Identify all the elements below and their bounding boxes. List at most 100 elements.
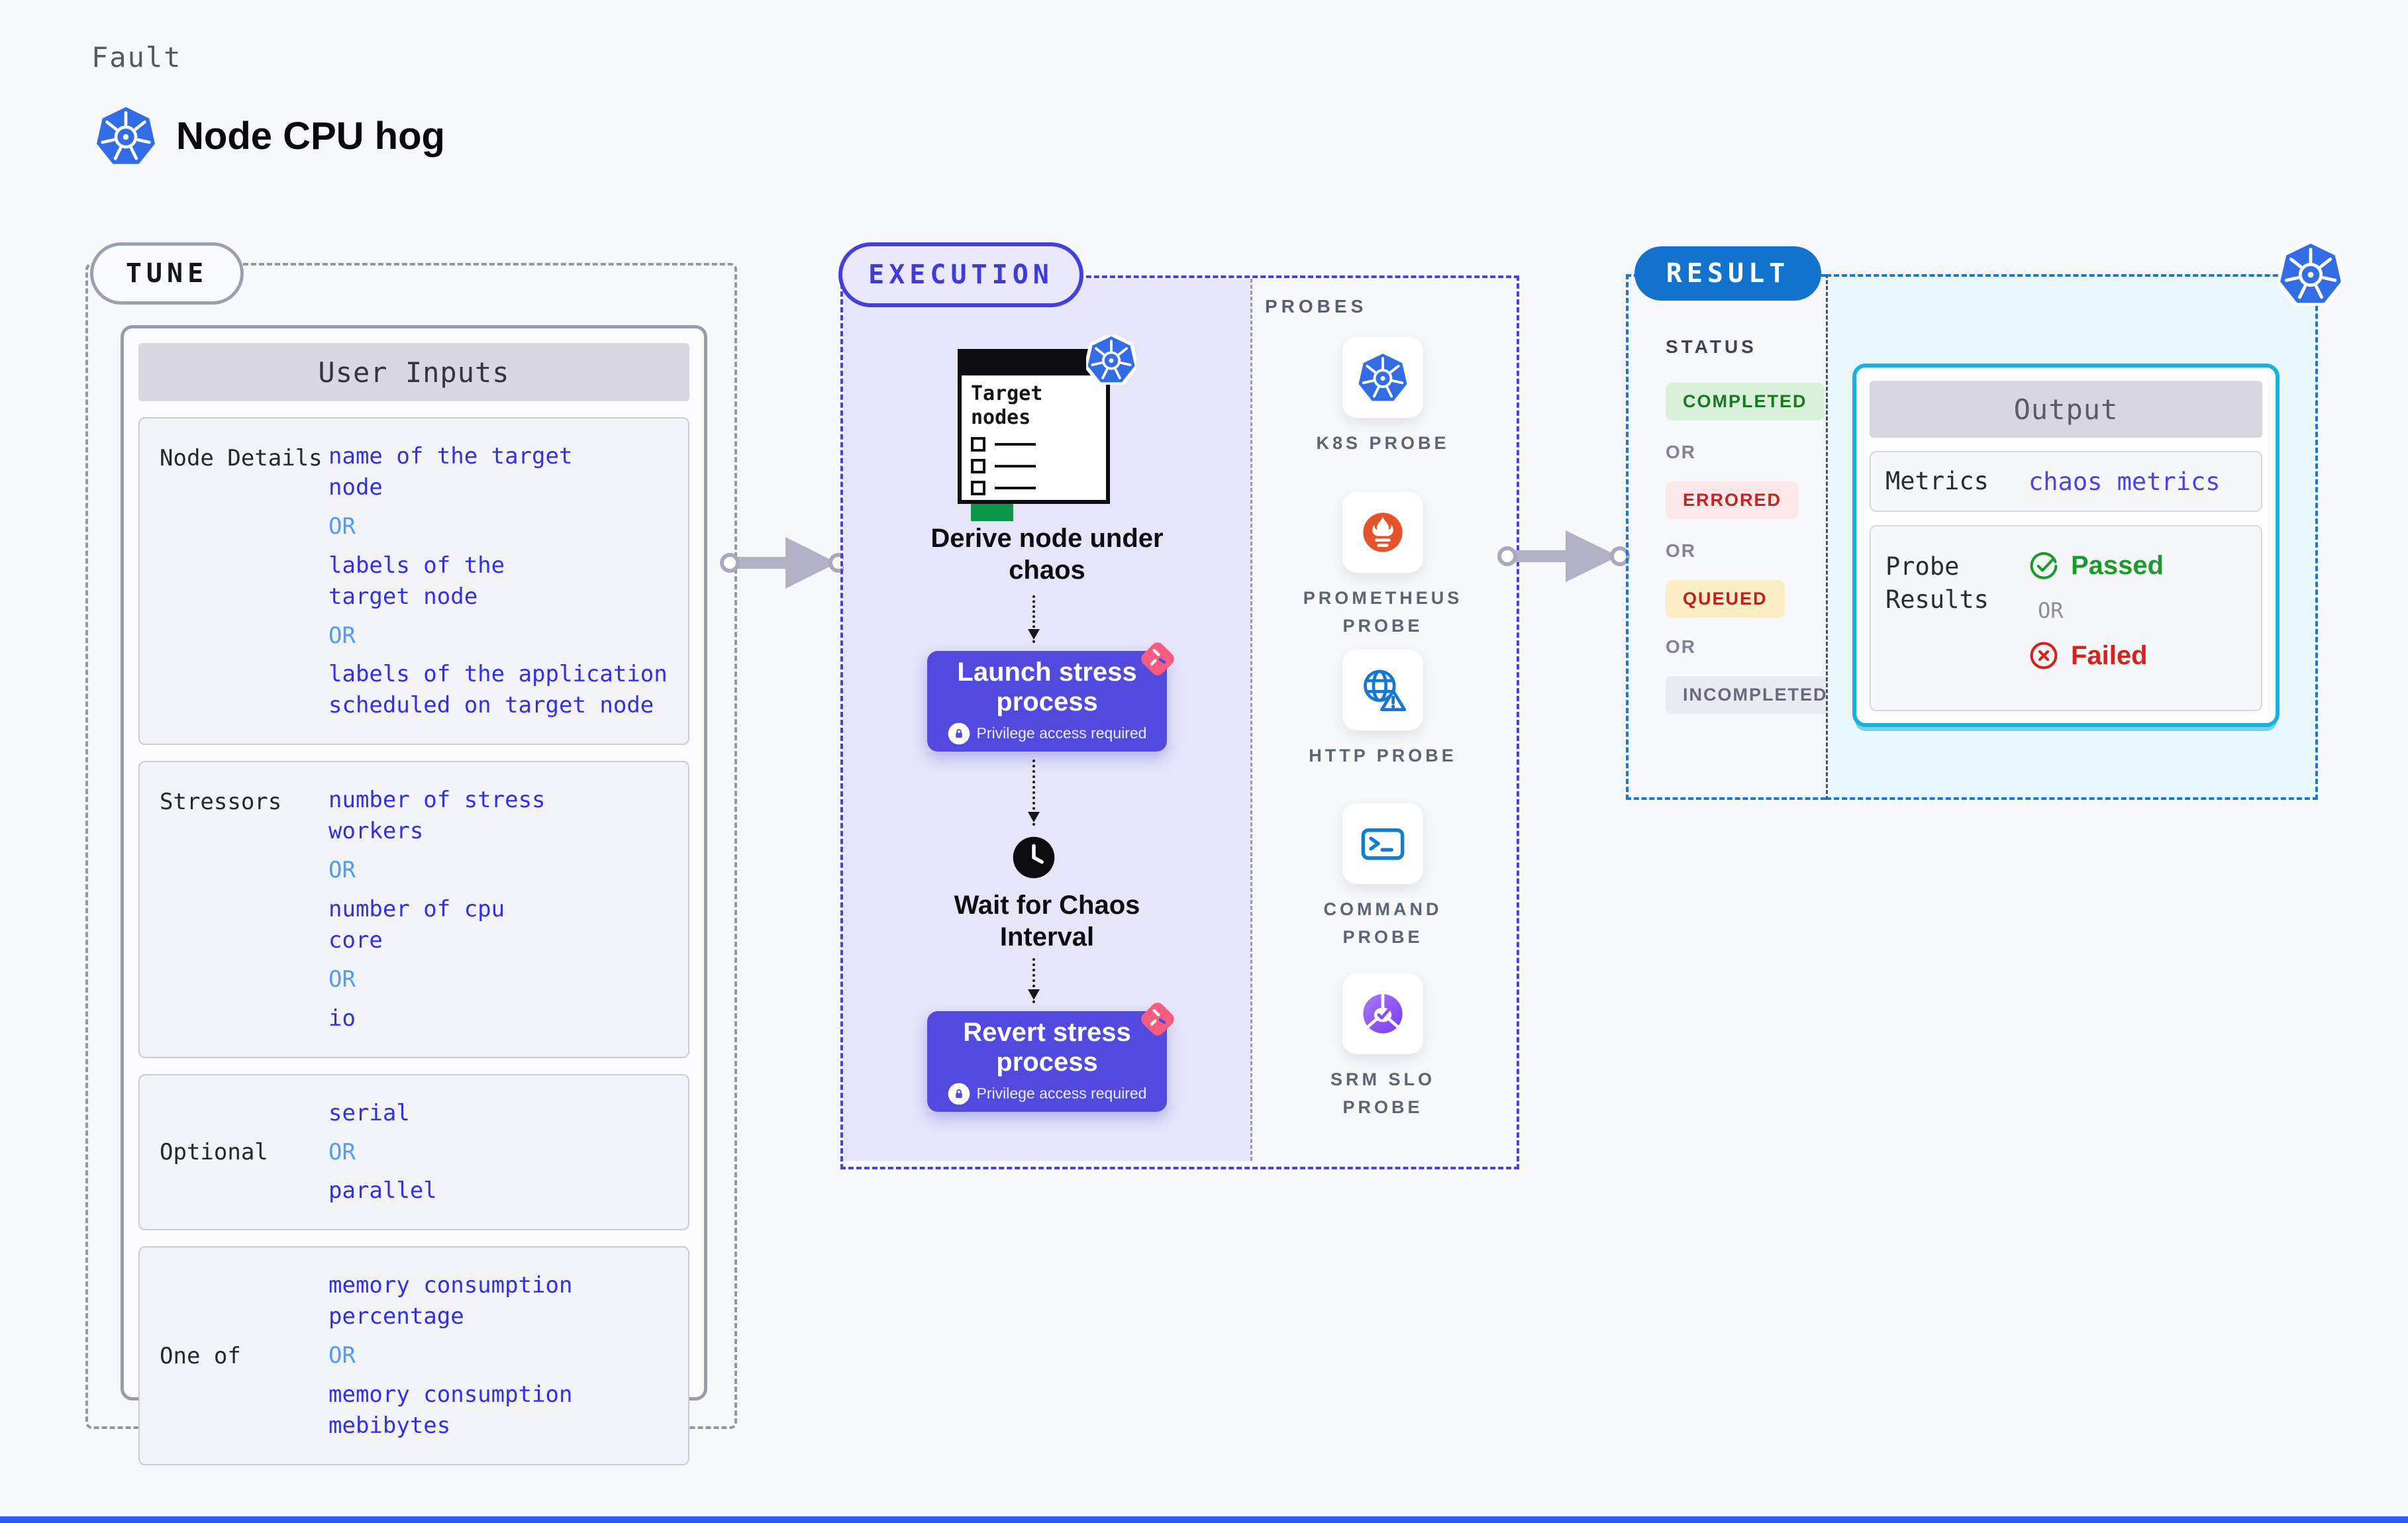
- or-separator: OR: [1666, 540, 1696, 561]
- probe-item-prometheus: PROMETHEUS PROBE: [1252, 492, 1514, 640]
- page-title: Node CPU hog: [176, 115, 445, 158]
- checkbox-icon: [971, 437, 985, 452]
- kubernetes-icon: [2278, 241, 2343, 306]
- or-separator: OR: [328, 857, 356, 884]
- slo-gauge-icon: [1357, 988, 1409, 1040]
- checklist-row: [971, 481, 1097, 495]
- command-probe-card[interactable]: [1342, 803, 1423, 884]
- execution-badge: EXECUTION: [838, 242, 1083, 307]
- probe-label: COMMAND PROBE: [1323, 899, 1442, 947]
- fault-eyebrow: Fault: [91, 41, 182, 74]
- probe-item-http: HTTP PROBE: [1252, 650, 1514, 770]
- probes-column: PROBES K8S PROBE PROMETHEUS PROBE HTTP P…: [1252, 279, 1514, 1161]
- probe-results-label: Probe Results: [1885, 552, 1989, 614]
- input-row-label: Stressors: [160, 789, 282, 816]
- input-row-stressors: Stressors number of stress workers OR nu…: [138, 761, 689, 1058]
- input-row-options: name of the target node OR labels of the…: [328, 418, 688, 744]
- result-status-section: STATUS COMPLETED OR ERRORED OR QUEUED OR…: [1626, 274, 1845, 800]
- input-option: number of cpu core: [328, 895, 505, 954]
- checkbox-icon: [971, 481, 985, 495]
- probe-label: PROMETHEUS PROBE: [1303, 588, 1463, 636]
- input-row-options: memory consumption percentage OR memory …: [328, 1248, 688, 1464]
- status-title: STATUS: [1666, 336, 1757, 357]
- metrics-row: Metrics chaos metrics: [1870, 451, 2262, 512]
- bottom-accent-bar: [0, 1516, 2408, 1523]
- output-title: Output: [1870, 381, 2262, 438]
- probe-results-row: Probe Results Passed OR Failed: [1870, 525, 2262, 711]
- prometheus-probe-card[interactable]: [1342, 492, 1423, 573]
- input-option: serial: [328, 1099, 410, 1126]
- checklist-row: [971, 459, 1097, 473]
- x-circle-icon: [2029, 640, 2059, 671]
- or-separator: OR: [328, 622, 356, 649]
- green-progress-block: [971, 504, 1013, 521]
- target-nodes-clipboard: Target nodes: [958, 349, 1110, 521]
- passed-result: Passed: [2029, 550, 2164, 581]
- derive-step-label: Derive node under chaos: [930, 524, 1164, 585]
- input-row-options: number of stress workers OR number of cp…: [328, 762, 688, 1056]
- input-option: name of the target node: [328, 443, 573, 501]
- flow-connector: [1028, 760, 1040, 826]
- privilege-note: Privilege access required: [976, 1085, 1147, 1103]
- kubernetes-icon: [1357, 352, 1409, 403]
- input-option: number of stress workers: [328, 787, 546, 845]
- failed-result: Failed: [2029, 640, 2148, 671]
- probe-results-values: Passed OR Failed: [2029, 550, 2164, 710]
- input-row-label: Node Details: [160, 445, 323, 471]
- flow-connector: [1028, 958, 1040, 1003]
- input-row-optional: Optional serial OR parallel: [138, 1073, 689, 1231]
- input-option: io: [328, 1005, 356, 1032]
- input-row-options: serial OR parallel: [328, 1075, 688, 1230]
- launch-button-label: Launch stress process: [957, 658, 1137, 716]
- check-circle-icon: [2029, 550, 2059, 581]
- or-separator: OR: [2038, 598, 2064, 623]
- execution-section: [840, 275, 1519, 1169]
- or-separator: OR: [328, 965, 356, 993]
- terminal-icon: [1357, 818, 1409, 869]
- tune-to-execution-arrow: [720, 537, 848, 589]
- revert-stress-process-button[interactable]: Revert stress process Privilege access r…: [927, 1011, 1167, 1112]
- srm-slo-probe-card[interactable]: [1342, 973, 1423, 1054]
- clipboard-title: Target nodes: [971, 382, 1043, 429]
- clipboard-header: [962, 353, 1106, 375]
- probes-title: PROBES: [1265, 296, 1368, 317]
- flow-connector: [1028, 595, 1040, 643]
- probe-label: K8S PROBE: [1316, 433, 1450, 453]
- kubernetes-icon: [95, 105, 157, 167]
- input-row-one-of: One of memory consumption percentage OR …: [138, 1246, 689, 1465]
- http-probe-card[interactable]: [1342, 650, 1423, 730]
- checklist-row: [971, 437, 1097, 452]
- status-badge-completed: COMPLETED: [1666, 383, 1825, 420]
- globe-alert-icon: [1357, 664, 1409, 716]
- k8s-probe-card[interactable]: [1342, 337, 1423, 418]
- input-row-label: Optional: [160, 1138, 268, 1165]
- execution-flow-panel: Target nodes Derive node under chaos Lau…: [844, 279, 1250, 1161]
- list-line: [995, 443, 1036, 446]
- input-option: memory consumption mebibytes: [328, 1381, 573, 1439]
- tune-badge: TUNE: [90, 242, 244, 305]
- user-inputs-title: User Inputs: [138, 343, 689, 401]
- probe-label: HTTP PROBE: [1309, 746, 1457, 765]
- metrics-value: chaos metrics: [2029, 467, 2221, 496]
- checkbox-icon: [971, 459, 985, 473]
- probe-item-command: COMMAND PROBE: [1252, 803, 1514, 952]
- revert-button-label: Revert stress process: [963, 1018, 1131, 1077]
- probes-divider: [1250, 279, 1252, 1161]
- wait-step-label: Wait for Chaos Interval: [954, 891, 1140, 952]
- probe-label: SRM SLO PROBE: [1330, 1069, 1435, 1117]
- input-row-node-details: Node Details name of the target node OR …: [138, 417, 689, 746]
- or-separator: OR: [1666, 442, 1696, 462]
- input-option: labels of the target node: [328, 552, 505, 610]
- passed-label: Passed: [2071, 550, 2164, 580]
- launch-stress-process-button[interactable]: Launch stress process Privilege access r…: [927, 651, 1167, 752]
- or-separator: OR: [328, 1342, 356, 1369]
- input-option: labels of the application scheduled on t…: [328, 661, 668, 719]
- prometheus-icon: [1357, 507, 1409, 558]
- status-badge-incompleted: INCOMPLETED: [1666, 676, 1845, 714]
- failed-label: Failed: [2071, 640, 2148, 670]
- list-line: [995, 487, 1036, 489]
- probe-item-srm-slo: SRM SLO PROBE: [1252, 973, 1514, 1122]
- list-line: [995, 465, 1036, 467]
- or-separator: OR: [328, 1138, 356, 1165]
